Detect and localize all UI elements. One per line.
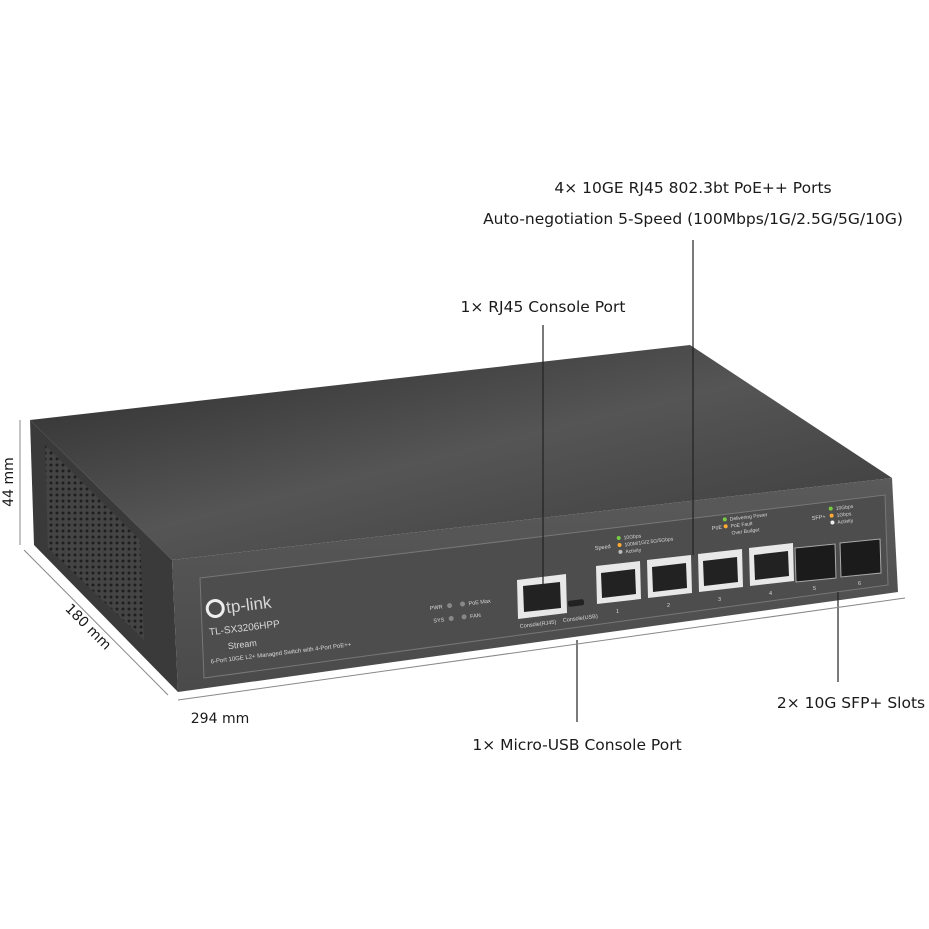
port-number: 1 bbox=[616, 609, 619, 615]
rj45-port-3: 3 bbox=[698, 549, 743, 603]
led-pwr bbox=[447, 603, 453, 609]
port-number: 4 bbox=[769, 591, 772, 597]
switch-top bbox=[30, 345, 892, 560]
svg-text:PoE: PoE bbox=[712, 525, 723, 532]
led-poe-max bbox=[460, 601, 466, 607]
rj45-port-2: 2 bbox=[647, 555, 692, 609]
poe-ports-subtitle: Auto-negotiation 5-Speed (100Mbps/1G/2.5… bbox=[483, 210, 903, 228]
led-label-fan: FAN bbox=[470, 613, 481, 620]
svg-text:Speed: Speed bbox=[595, 544, 612, 552]
console-usb-port bbox=[567, 599, 585, 607]
svg-text:100M/1G/2.5G/5Gbps: 100M/1G/2.5G/5Gbps bbox=[624, 536, 674, 548]
svg-text:Delivering Power: Delivering Power bbox=[730, 512, 769, 523]
console-rj45-port bbox=[517, 574, 567, 619]
rj45-ports: 1 2 3 4 5 6 bbox=[596, 538, 882, 615]
led-label-poemax: PoE Max bbox=[468, 599, 491, 608]
brand-logo-mark bbox=[205, 599, 225, 619]
led-label-pwr: PWR bbox=[430, 604, 443, 612]
usb-console-label: 1× Micro-USB Console Port bbox=[472, 736, 681, 754]
port-number: 2 bbox=[667, 603, 670, 609]
poe-legend: PoE Delivering Power PoE Fault Over Budg… bbox=[712, 512, 769, 536]
svg-text:SFP+: SFP+ bbox=[812, 514, 827, 522]
port-number: 3 bbox=[718, 597, 721, 603]
led-label-sys: SYS bbox=[433, 617, 445, 624]
sfp-legend: SFP+ 10Gbps 1Gbps Activity bbox=[812, 504, 855, 526]
poe-ports-title: 4× 10GE RJ45 802.3bt PoE++ Ports bbox=[554, 179, 831, 197]
side-vents bbox=[45, 445, 144, 640]
console-rj45-label: Console(RJ45) bbox=[520, 620, 557, 630]
dimension-lines bbox=[19, 420, 906, 701]
svg-text:10Gbps: 10Gbps bbox=[835, 504, 854, 512]
svg-text:1Gbps: 1Gbps bbox=[836, 511, 852, 519]
svg-text:Over Budget: Over Budget bbox=[731, 527, 760, 536]
port-number: 5 bbox=[813, 586, 816, 592]
status-leds: PWR PoE Max SYS FAN bbox=[430, 599, 492, 625]
rj45-port-1: 1 bbox=[596, 561, 641, 615]
led-sys bbox=[448, 615, 454, 621]
height-dimension: 44 mm bbox=[1, 457, 17, 507]
width-dimension: 294 mm bbox=[191, 711, 249, 727]
port-number: 6 bbox=[858, 581, 861, 587]
sfp-slots-label: 2× 10G SFP+ Slots bbox=[777, 694, 925, 712]
console-usb-label: Console(USB) bbox=[563, 614, 599, 624]
svg-text:Activity: Activity bbox=[837, 518, 854, 526]
rj45-port-4: 4 bbox=[749, 543, 794, 597]
switch-body bbox=[30, 345, 898, 692]
svg-text:PoE Fault: PoE Fault bbox=[730, 521, 753, 530]
svg-text:10Gbps: 10Gbps bbox=[623, 533, 642, 541]
series-name: Stream bbox=[227, 638, 257, 651]
led-fan bbox=[461, 614, 467, 620]
svg-text:Activity: Activity bbox=[625, 547, 642, 555]
sfp-slot-6: 6 bbox=[839, 538, 882, 587]
sfp-slot-5: 5 bbox=[794, 543, 837, 592]
rj45-console-label: 1× RJ45 Console Port bbox=[461, 298, 626, 316]
speed-legend: Speed 10Gbps 100M/1G/2.5G/5Gbps Activity bbox=[595, 533, 675, 555]
